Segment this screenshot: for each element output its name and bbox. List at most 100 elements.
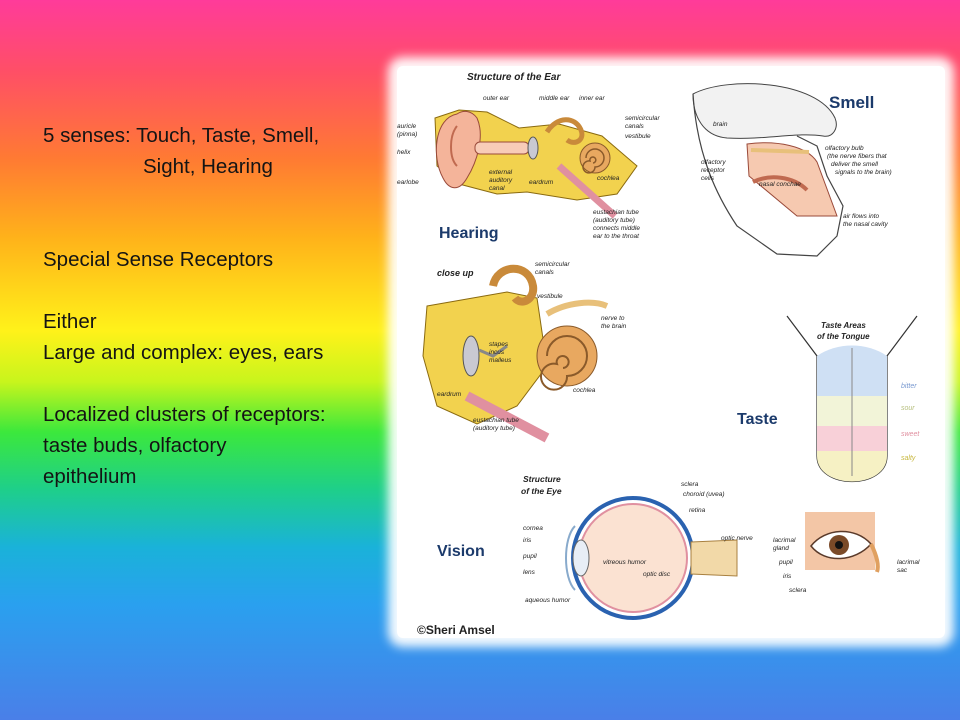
bitter-label: bitter <box>901 383 917 390</box>
olfactory-bulb-label: olfactory bulb <box>825 145 864 152</box>
eye-diagram: Structure of the Eye sclera choroid (uve… <box>437 474 753 620</box>
bulb-note-3: signals to the brain) <box>835 169 892 176</box>
retina-shape <box>578 503 688 613</box>
auricle-label: auricle <box>397 123 417 130</box>
sclera2-label: sclera <box>789 587 807 594</box>
closeup-canals-shape <box>489 264 538 306</box>
closeup-brain-label: the brain <box>601 323 627 330</box>
eardrum-label: eardrum <box>529 179 554 186</box>
pupil-label: pupil <box>522 553 537 560</box>
vision-heading: Vision <box>437 543 485 560</box>
closeup-vestibule-label: vestibule <box>537 293 563 300</box>
auditory-tube-label: (auditory tube) <box>593 217 635 224</box>
lacrimal-gland-label-2: gland <box>773 545 789 552</box>
olfactory-bulb-shape <box>750 148 810 154</box>
receptor-label: receptor <box>701 167 726 174</box>
senses-line-continued: Sight, Hearing <box>143 155 273 178</box>
closeup-eardrum-label: eardrum <box>437 391 462 398</box>
iris2-label: iris <box>783 573 792 580</box>
ossicles-shape <box>478 344 508 358</box>
cochlea-label: cochlea <box>597 175 620 182</box>
closeup-title: close up <box>437 268 474 278</box>
connects-label: connects middle <box>593 225 640 232</box>
cornea-shape <box>565 525 576 591</box>
smell-heading: Smell <box>829 93 874 112</box>
taste-diagram: Taste Areas of the Tongue bitter sour sw… <box>737 315 920 483</box>
closeup-nerve-label: nerve to <box>601 315 625 322</box>
cornea-label: cornea <box>523 525 543 532</box>
closeup-cochlea-label: cochlea <box>573 387 596 394</box>
pinna-label: (pinna) <box>397 131 417 138</box>
section-heading: Special Sense Receptors <box>43 248 274 271</box>
retina-label: retina <box>689 507 706 514</box>
air-flow-label-2: the nasal cavity <box>843 221 889 228</box>
optic-nerve-shape <box>690 539 738 577</box>
middle-ear-label: middle ear <box>539 95 570 102</box>
taste-areas-title-1: Taste Areas <box>821 321 866 330</box>
earlobe-label: earlobe <box>397 179 419 186</box>
senses-illustration-svg: Structure of the Ear outer ear middle ea… <box>397 72 920 637</box>
closeup-nerve-shape <box>545 299 609 317</box>
closeup-bone-shape <box>422 291 548 425</box>
taste-areas-title-2: of the Tongue <box>817 332 870 341</box>
closeup-cochlea-spiral <box>540 335 588 391</box>
eustachian-tube-shape <box>556 163 618 219</box>
taste-buds-line: taste buds, olfactory <box>43 434 227 457</box>
ear-canal-shape <box>474 141 530 155</box>
nasal-conchae-shape <box>752 175 809 192</box>
external-eye-illustration: lacrimal gland pupil iris sclera lacrima… <box>773 512 920 594</box>
illustration-credit: ©Sheri Amsel <box>417 623 495 637</box>
salty-label: salty <box>901 455 916 462</box>
taste-heading: Taste <box>737 411 778 428</box>
closeup-eardrum-shape <box>462 335 480 377</box>
stapes-label: stapes <box>489 341 509 348</box>
closeup-cochlea-shape <box>536 325 598 387</box>
external-label: external <box>489 169 513 176</box>
sclera-label: sclera <box>681 481 699 488</box>
lens-shape <box>572 539 590 577</box>
incus-label: incus <box>489 349 505 356</box>
bulb-note-2: deliver the smell <box>831 161 879 168</box>
lacrimal-sac-label-1: lacrimal <box>897 559 920 566</box>
closeup-canals-label: canals <box>535 269 555 276</box>
bulb-note-1: (the nerve fibers that <box>827 153 888 160</box>
lacrimal-gland-label-1: lacrimal <box>773 537 796 544</box>
auditory-label: auditory <box>489 177 513 184</box>
optic-nerve-label: optic nerve <box>721 535 753 542</box>
canals-label: canals <box>625 123 645 130</box>
head-profile-shape <box>692 93 844 257</box>
eustachian-label: eustachian tube <box>593 209 639 216</box>
vitreous-label: vitreous humor <box>603 559 647 566</box>
slide-text-block: 5 senses: Touch, Taste, Smell, Sight, He… <box>43 120 383 492</box>
closeup-eustachian-label: eustachian tube <box>473 417 519 424</box>
lens-label: lens <box>523 569 536 576</box>
external-eye-labels: lacrimal gland pupil iris sclera lacrima… <box>773 537 920 594</box>
senses-illustration: Structure of the Ear outer ear middle ea… <box>397 66 945 638</box>
brain-shape <box>692 83 837 139</box>
cochlea-spiral <box>582 148 605 174</box>
eye-title-1: Structure <box>523 474 561 484</box>
ear-structure-diagram: Structure of the Ear outer ear middle ea… <box>397 72 661 240</box>
closeup-labels: semicircular canals vestibule nerve to t… <box>437 261 627 432</box>
helix-label: helix <box>397 149 411 156</box>
air-flow-label-1: air flows into <box>843 213 880 220</box>
ear-title: Structure of the Ear <box>467 72 561 83</box>
ear-throat-label: ear to the throat <box>593 233 640 240</box>
olfactory-label: olfactory <box>701 159 726 166</box>
vestibule-label: vestibule <box>625 133 651 140</box>
sour-label: sour <box>901 405 915 412</box>
sweet-label: sweet <box>901 431 920 438</box>
eardrum-shape <box>527 136 539 160</box>
smell-diagram: Smell brain olfactory bulb (the nerve fi… <box>692 83 892 257</box>
malleus-label: malleus <box>489 357 512 364</box>
senses-line: 5 senses: Touch, Taste, Smell, <box>43 124 320 147</box>
either-line: Either <box>43 310 97 333</box>
lacrimal-duct-shape <box>869 543 880 573</box>
canal-label: canal <box>489 185 505 192</box>
eye-labels: sclera choroid (uvea) retina cornea iris… <box>522 481 753 604</box>
lacrimal-sac-label-2: sac <box>897 567 908 574</box>
closeup-auditory-tube-label: (auditory tube) <box>473 425 515 432</box>
brain-label: brain <box>713 121 728 128</box>
epithelium-line: epithelium <box>43 465 137 488</box>
taste-labels: bitter sour sweet salty <box>901 383 920 462</box>
